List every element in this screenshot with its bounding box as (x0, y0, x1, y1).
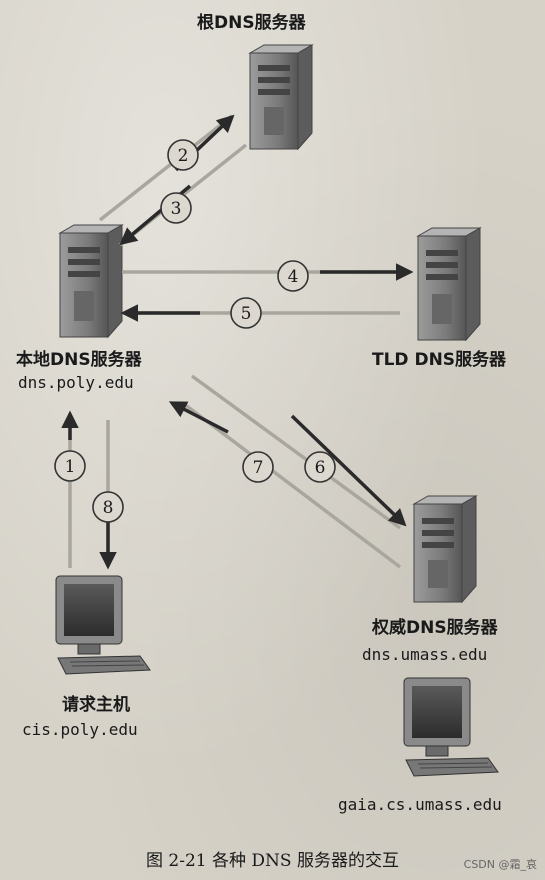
csdn-watermark: CSDN @霜_哀 (463, 858, 537, 871)
figure-caption: 图 2-21 各种 DNS 服务器的交互 (146, 851, 399, 871)
line-7-tail (182, 402, 402, 569)
local-server-icon (58, 224, 124, 339)
root-server-label: 根DNS服务器 (197, 13, 306, 33)
step-5-label: 5 (241, 304, 252, 324)
step-7-marker: 7 (242, 451, 274, 483)
tld-server-label: TLD DNS服务器 (372, 350, 507, 370)
target-computer-icon (403, 677, 499, 777)
step-4-label: 4 (288, 267, 299, 287)
step-1-label: 1 (65, 457, 76, 477)
line-6-tail (190, 374, 402, 530)
line-2-tail (98, 114, 234, 222)
arrow-6 (290, 414, 407, 527)
requester-computer-icon (55, 575, 151, 675)
step-3-marker: 3 (160, 192, 192, 224)
step-circles: 1 2 3 4 5 6 7 8 (54, 139, 336, 523)
local-server-label: 本地DNS服务器 (16, 350, 142, 370)
auth-server-icon (412, 495, 478, 604)
auth-server-host: dns.umass.edu (362, 645, 488, 664)
tld-server-icon (416, 227, 482, 342)
step-2-marker: 2 (167, 139, 199, 171)
step-4-marker: 4 (277, 260, 309, 292)
requester-host: cis.poly.edu (22, 720, 138, 739)
step-1-marker: 1 (54, 450, 86, 482)
target-host: gaia.cs.umass.edu (338, 795, 502, 814)
arrow-7 (168, 401, 229, 434)
requester-label: 请求主机 (62, 695, 130, 715)
step-5-marker: 5 (230, 297, 262, 329)
step-6-label: 6 (315, 458, 326, 478)
local-server-host: dns.poly.edu (18, 373, 134, 392)
step-7-label: 7 (253, 458, 264, 478)
root-server-icon (248, 44, 314, 151)
auth-server-label: 权威DNS服务器 (372, 618, 498, 638)
step-6-marker: 6 (304, 451, 336, 483)
step-3-label: 3 (171, 199, 182, 219)
step-8-marker: 8 (92, 491, 124, 523)
step-2-label: 2 (178, 146, 189, 166)
step-8-label: 8 (103, 498, 114, 518)
